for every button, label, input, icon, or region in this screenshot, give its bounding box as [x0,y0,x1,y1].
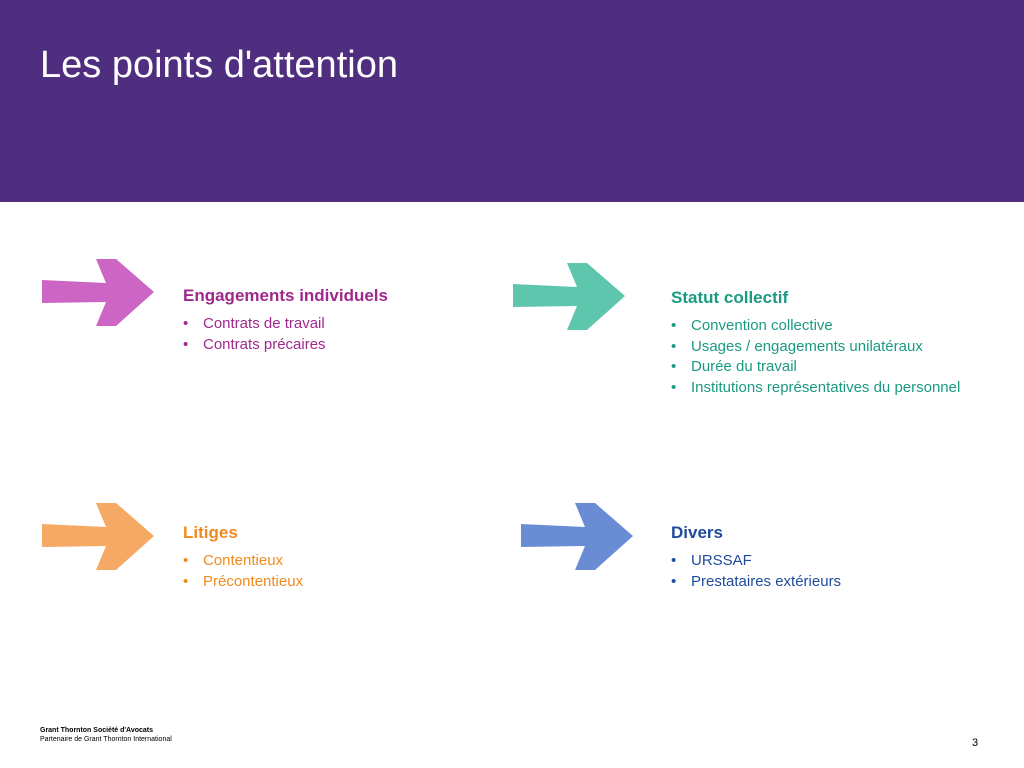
section-title: Statut collectif [671,288,789,307]
list-item: Contentieux [183,551,483,572]
list-item: Durée du travail [671,357,971,378]
section-engagements-individuels: Engagements individuels Contrats de trav… [183,286,483,355]
header-banner: Les points d'attention [0,0,1024,202]
bullet-list: URSSAF Prestataires extérieurs [671,551,971,592]
bullet-list: Contrats de travail Contrats précaires [183,314,483,355]
list-item: Prestataires extérieurs [671,572,971,593]
section-title: Engagements individuels [183,286,388,305]
right-arrow-icon [40,500,156,574]
list-item: Contrats précaires [183,335,483,356]
footer-company-name: Grant Thornton Société d'Avocats [40,727,154,734]
list-item: Institutions représentatives du personne… [671,378,971,399]
list-item: Convention collective [671,316,971,337]
bullet-list: Contentieux Précontentieux [183,551,483,592]
right-arrow-icon [40,256,156,330]
footer-partner-text: Partenaire de Grant Thornton Internation… [40,736,172,743]
section-statut-collectif: Statut collectif Convention collective U… [671,288,971,398]
list-item: Contrats de travail [183,314,483,335]
right-arrow-icon [511,260,627,334]
section-litiges: Litiges Contentieux Précontentieux [183,523,483,592]
bullet-list: Convention collective Usages / engagemen… [671,316,971,398]
section-title: Divers [671,523,723,542]
section-title: Litiges [183,523,238,542]
list-item: Précontentieux [183,572,483,593]
list-item: Usages / engagements unilatéraux [671,337,971,358]
page-title: Les points d'attention [40,44,398,86]
list-item: URSSAF [671,551,971,572]
right-arrow-icon [519,500,635,574]
page-number: 3 [972,737,979,749]
section-divers: Divers URSSAF Prestataires extérieurs [671,523,971,592]
